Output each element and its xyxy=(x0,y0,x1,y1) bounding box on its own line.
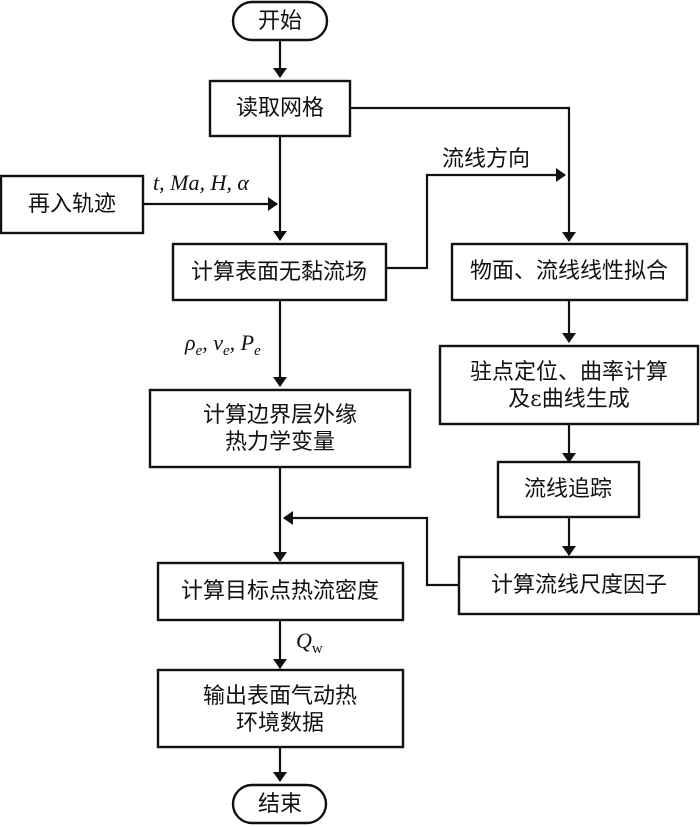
trajectory-vars-label: t, Ma, H, α xyxy=(153,170,249,195)
boundary-label-line2: 热力学变量 xyxy=(225,430,335,455)
v-symbol: v xyxy=(213,330,223,355)
heat-flux-node: 计算目标点热流密度 xyxy=(156,561,405,622)
boundary-layer-node: 计算边界层外缘 热力学变量 xyxy=(148,388,412,469)
rho-symbol: ρ xyxy=(184,330,196,355)
p-symbol: P xyxy=(240,330,254,355)
edge-scale-merge xyxy=(283,511,459,587)
boundary-vars-label: ρe, ve, Pe xyxy=(184,330,261,359)
scale-factor-label: 计算流线尺度因子 xyxy=(491,573,667,598)
reentry-label: 再入轨迹 xyxy=(28,192,116,217)
stagnation-label-line1: 驻点定位、曲率计算 xyxy=(470,360,668,385)
boundary-label-line1: 计算边界层外缘 xyxy=(203,403,357,428)
stagnation-label-line2: 及ε曲线生成 xyxy=(508,387,629,412)
sep-1: , xyxy=(202,330,213,355)
end-label: 结束 xyxy=(258,792,302,817)
scale-factor-node: 计算流线尺度因子 xyxy=(457,555,700,616)
trace-label: 流线追踪 xyxy=(524,477,612,502)
inviscid-label: 计算表面无黏流场 xyxy=(191,260,367,285)
inviscid-node: 计算表面无黏流场 xyxy=(171,242,388,302)
streamline-trace-node: 流线追踪 xyxy=(496,460,641,519)
end-node: 结束 xyxy=(231,783,328,825)
read-grid-label: 读取网格 xyxy=(236,96,324,121)
output-label-line2: 环境数据 xyxy=(236,711,324,736)
start-node: 开始 xyxy=(231,0,329,42)
q-symbol: Q xyxy=(296,628,312,653)
qw-label: Qw xyxy=(296,628,323,657)
connectors xyxy=(143,40,576,782)
v-subscript: e xyxy=(223,343,230,359)
streamline-direction-label: 流线方向 xyxy=(442,147,530,172)
heat-flux-label: 计算目标点热流密度 xyxy=(181,579,379,604)
edge-read-fit xyxy=(350,106,576,242)
surface-fit-label: 物面、流线线性拟合 xyxy=(470,259,668,284)
output-node: 输出表面气动热 环境数据 xyxy=(156,668,405,749)
edge-streamline-direction xyxy=(386,168,566,270)
start-label: 开始 xyxy=(258,9,302,34)
sep-2: , xyxy=(230,330,241,355)
p-subscript: e xyxy=(254,343,261,359)
read-grid-node: 读取网格 xyxy=(208,79,352,138)
output-label-line1: 输出表面气动热 xyxy=(203,684,357,709)
q-subscript: w xyxy=(312,641,323,657)
stagnation-node: 驻点定位、曲率计算 及ε曲线生成 xyxy=(438,344,700,426)
surface-fit-node: 物面、流线线性拟合 xyxy=(450,242,689,302)
reentry-node: 再入轨迹 xyxy=(0,174,145,235)
rho-subscript: e xyxy=(196,343,203,359)
